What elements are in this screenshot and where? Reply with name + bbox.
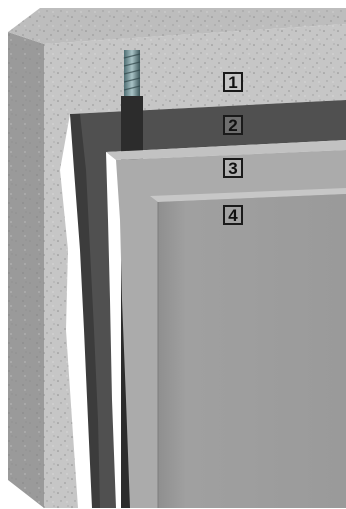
- label-layer-1: 1: [223, 72, 243, 92]
- layer-4-plate: [158, 194, 346, 508]
- label-layer-2: 2: [223, 115, 243, 135]
- label-layer-3: 3: [223, 158, 243, 178]
- label-layer-4: 4: [223, 205, 243, 225]
